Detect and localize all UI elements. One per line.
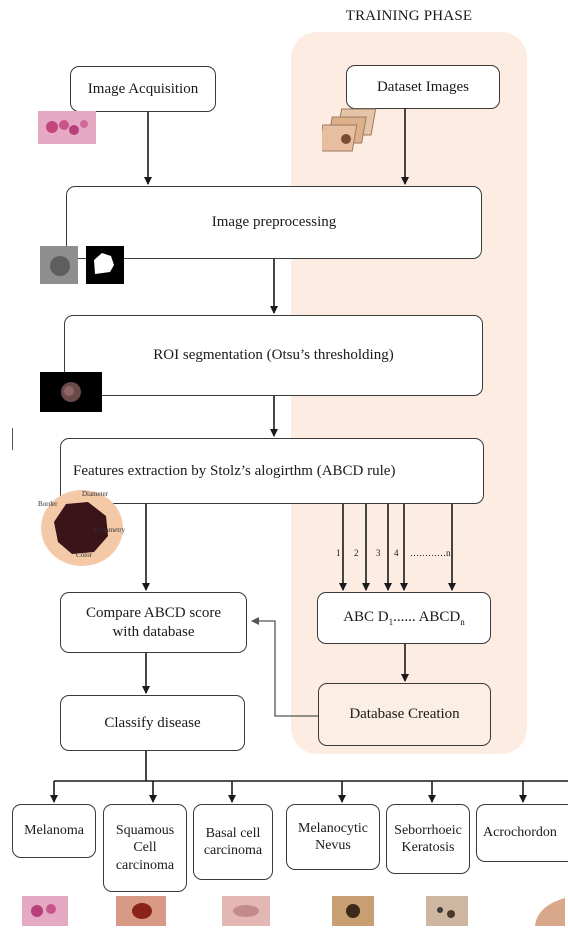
class-basal-label: Basal cell carcinoma [203,825,263,859]
class-squamous-box: Squamous Cell carcinoma [103,804,187,892]
lesion-label-color: Color [76,551,92,559]
image-preprocessing-box: Image preprocessing [66,186,482,259]
arrow-label-n: …………n [410,548,451,558]
training-phase-title: TRAINING PHASE [345,8,473,24]
database-creation-label: Database Creation [349,706,460,723]
lesion-label-diameter: Diameter [82,490,109,498]
abcd-scores-label: ABC D1...... ABCDn [343,608,465,628]
keratosis-sample-thumbnail [426,896,468,926]
class-keratosis-label: Seborrhoeic Keratosis [394,822,462,856]
class-melanoma-label: Melanoma [24,823,84,839]
classify-disease-box: Classify disease [60,695,245,751]
class-acrochordon-label: Acrochordon [483,825,557,841]
nevus-sample-thumbnail [332,896,374,926]
class-basal-box: Basal cell carcinoma [193,804,273,880]
database-creation-box: Database Creation [318,683,491,746]
class-nevus-label: Melanocytic Nevus [298,820,368,854]
abcd-mid: ...... ABCD [393,608,461,625]
lesion-abcd-thumbnail [41,490,123,566]
squamous-sample-thumbnail [116,896,166,926]
dataset-images-box: Dataset Images [346,65,500,109]
class-nevus-box: Melanocytic Nevus [286,804,380,870]
grayscale-thumbnail [40,246,78,284]
binary-mask-thumbnail [86,246,124,284]
abcd-scores-box: ABC D1...... ABCDn [317,592,491,644]
image-preprocessing-label: Image preprocessing [211,214,337,231]
image-acquisition-box: Image Acquisition [70,66,216,112]
arrow-db-to-compare [251,617,318,717]
lesion-label-border: Border [38,500,58,508]
dataset-images-label: Dataset Images [376,78,470,95]
arrow-label-3: 3 [376,548,381,558]
class-acrochordon-box: Acrochordon [476,804,568,862]
abcd-sub-1: 1 [388,616,394,627]
arrow-label-4: 4 [394,548,399,558]
roi-segmentation-label: ROI segmentation (Otsu’s thresholding) [153,347,394,364]
roi-segmentation-box: ROI segmentation (Otsu’s thresholding) [64,315,483,396]
arrow-label-1: 1 [336,548,341,558]
compare-abcd-label: Compare ABCD score with database [86,604,221,640]
roi-thumbnail [40,372,102,412]
margin-mark [12,428,13,450]
class-squamous-label: Squamous Cell carcinoma [115,822,175,873]
features-extraction-box: Features extraction by Stolz’s alogirthm… [60,438,484,504]
abcd-sub-n: n [460,616,465,627]
features-extraction-label: Features extraction by Stolz’s alogirthm… [73,462,396,479]
acrochordon-sample-thumbnail [527,896,565,926]
abcd-prefix: ABC D [343,608,389,625]
class-melanoma-box: Melanoma [12,804,96,858]
image-acquisition-label: Image Acquisition [87,80,199,97]
basal-sample-thumbnail [222,896,270,926]
compare-abcd-box: Compare ABCD score with database [60,592,247,653]
acquisition-thumbnail [38,111,96,144]
class-keratosis-box: Seborrhoeic Keratosis [386,804,470,874]
melanoma-sample-thumbnail [22,896,68,926]
lesion-label-asymmetry: Asymmetry [92,526,126,534]
arrow-label-2: 2 [354,548,359,558]
dataset-stack-thumbnail [322,108,377,152]
classify-disease-label: Classify disease [104,714,201,731]
